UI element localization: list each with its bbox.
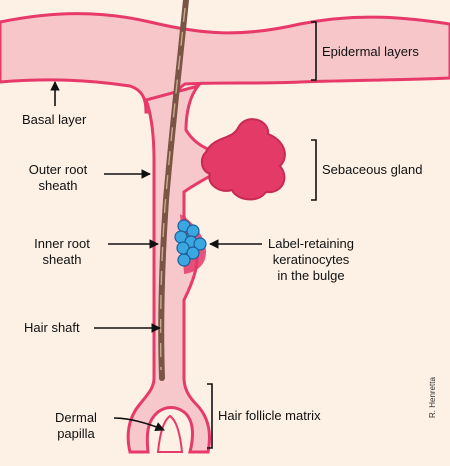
label-dermal-papilla: Dermal papilla [40,410,112,442]
label-outer-root-sheath-line2: sheath [38,178,78,193]
bracket-sebaceous-gland [311,139,317,201]
label-arrows [50,81,262,432]
dermal-papilla-shape [156,414,184,453]
sebaceous-gland-shape [200,118,286,201]
label-basal-layer: Basal layer [22,112,87,127]
brackets [207,21,317,449]
artist-credit: R. Henretta [428,377,437,418]
hair-shaft-highlight [159,7,186,371]
label-sebaceous-gland: Sebaceous gland [322,162,423,177]
label-retaining-line3: in the bulge [277,268,345,283]
label-dermal-papilla-line1: Dermal [55,410,97,425]
label-hair-follicle-matrix: Hair follicle matrix [218,408,321,423]
label-inner-root-sheath-line1: Inner root [34,236,90,251]
label-epidermal-layers: Epidermal layers [322,44,419,59]
label-outer-root-sheath: Outer root sheath [14,162,102,194]
label-dermal-papilla-line2: papilla [57,426,95,441]
label-label-retaining-keratinocytes: Label-retaining keratinocytes in the bul… [256,236,366,284]
label-inner-root-sheath: Inner root sheath [18,236,106,268]
label-retaining-line2: keratinocytes [272,252,350,267]
bracket-epidermal-layers [311,21,317,81]
bracket-hair-follicle-matrix [207,383,213,449]
label-retaining-keratinocytes [174,219,207,267]
epidermal-layers-band [0,12,450,114]
label-inner-root-sheath-line2: sheath [42,252,82,267]
label-retaining-line1: Label-retaining [267,236,354,251]
label-hair-shaft: Hair shaft [24,320,80,335]
arrow-dermal-papilla [113,417,165,432]
label-outer-root-sheath-line1: Outer root [28,162,88,177]
